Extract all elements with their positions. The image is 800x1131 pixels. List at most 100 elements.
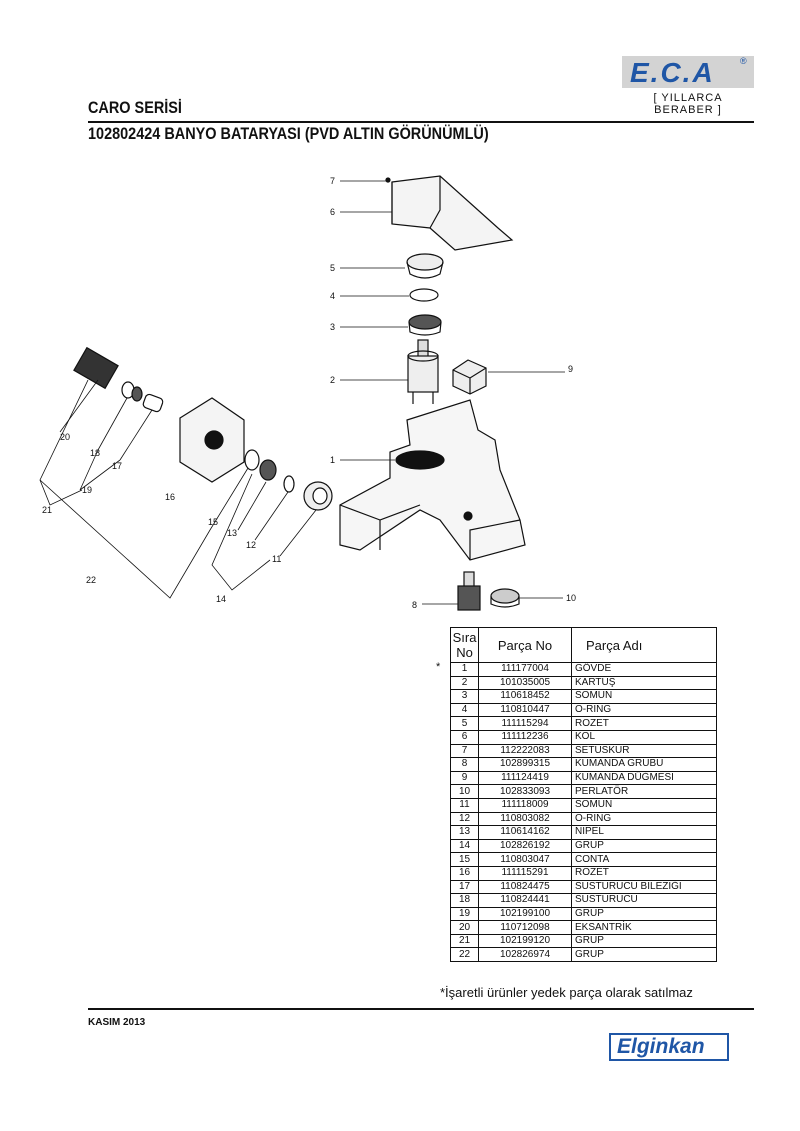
callout-1: 1 [330,455,335,465]
row-part-name: GÖVDE [571,662,717,677]
row-part-name: KARTUŞ [571,676,717,691]
row-part-name: ROZET [571,716,717,731]
row-no: 20 [450,920,479,935]
cartridge-part [407,339,439,404]
row-no: 22 [450,947,479,963]
row-part-no: 110803082 [478,812,572,827]
row-part-name: GRUP [571,907,717,922]
row-no: 18 [450,893,479,908]
eca-logo [622,56,754,88]
eca-logo-text: E.C.A [630,57,715,88]
row-part-no: 111124419 [478,771,572,786]
row-no: 14 [450,839,479,854]
row-no: 4 [450,703,479,718]
callout-13: 13 [227,528,237,538]
row-part-name: PERLATÖR [571,784,717,799]
callout-17: 17 [112,461,122,471]
row-part-name: SETUSKUR [571,744,717,759]
row-part-no: 112222083 [478,744,572,759]
row-part-no: 102199120 [478,934,572,949]
callout-7: 7 [330,176,335,186]
row-part-name: KOL [571,730,717,745]
callout-20: 20 [60,432,70,442]
row-no: 19 [450,907,479,922]
o-ring-12-part [283,475,295,493]
row-part-no: 102833093 [478,784,572,799]
header-sira-no: Sıra No [450,627,479,663]
row-part-no: 111177004 [478,662,572,677]
callout-14: 14 [216,594,226,604]
aerator-part [490,588,520,604]
row-part-name: EKSANTRİK [571,920,717,935]
control-knob-part [452,359,487,395]
product-title: 102802424 BANYO BATARYASI (PVD ALTIN GÖR… [88,124,489,143]
control-group-part [457,571,481,611]
exploded-diagram: 7 6 5 4 3 2 9 1 8 10 11 12 13 14 15 16 1… [39,175,576,611]
row-part-name: SUSTURUCU [571,893,717,908]
elginkan-logo: Elginkan [609,1033,729,1061]
callout-8: 8 [412,600,417,610]
row-part-name: GRUP [571,839,717,854]
row-part-name: KUMANDA GRUBU [571,757,717,772]
registered-mark: ® [740,56,747,66]
row-no: 5 [450,716,479,731]
row-no: 3 [450,689,479,704]
row-part-no: 110824475 [478,880,572,895]
row-part-no: 110614162 [478,825,572,840]
row-part-no: 110803047 [478,852,572,867]
callout-5: 5 [330,263,335,273]
row-part-name: SOMUN [571,689,717,704]
callout-9: 9 [568,364,573,374]
eccentric-part [73,346,119,390]
header-parca-adi: Parça Adı [571,627,717,663]
row-part-name: ROZET [571,866,717,881]
callout-6: 6 [330,207,335,217]
slogan: [ YILLARCA BERABER ] [653,92,723,116]
row-part-no: 111112236 [478,730,572,745]
callout-18: 18 [90,448,100,458]
row-no: 13 [450,825,479,840]
callout-21: 21 [42,505,52,515]
footer-rule [88,1008,754,1010]
row-no: 9 [450,771,479,786]
row-part-name: GRUP [571,934,717,949]
header-parca-no: Parça No [478,627,572,663]
row-no: 10 [450,784,479,799]
row-no: 11 [450,798,479,813]
series-title: CARO SERİSİ [88,98,182,117]
callout-16: 16 [165,492,175,502]
row-part-name: GRUP [571,947,717,963]
row-part-name: SUSTURUCU BİLEZİĞİ [571,880,717,895]
callout-3: 3 [330,322,335,332]
callout-12: 12 [246,540,256,550]
header-rule [88,121,754,123]
callout-22: 22 [86,575,96,585]
callout-11: 11 [272,554,281,564]
row-no: 12 [450,812,479,827]
square-rosette-part [179,397,245,483]
row-part-no: 102899315 [478,757,572,772]
silencer-ring-part [142,393,164,413]
footnote: *İşaretli ürünler yedek parça olarak sat… [440,985,693,1000]
row-part-name: O-RİNG [571,812,717,827]
gasket-part [244,449,260,471]
row-no: 17 [450,880,479,895]
row-part-no: 102826974 [478,947,572,963]
